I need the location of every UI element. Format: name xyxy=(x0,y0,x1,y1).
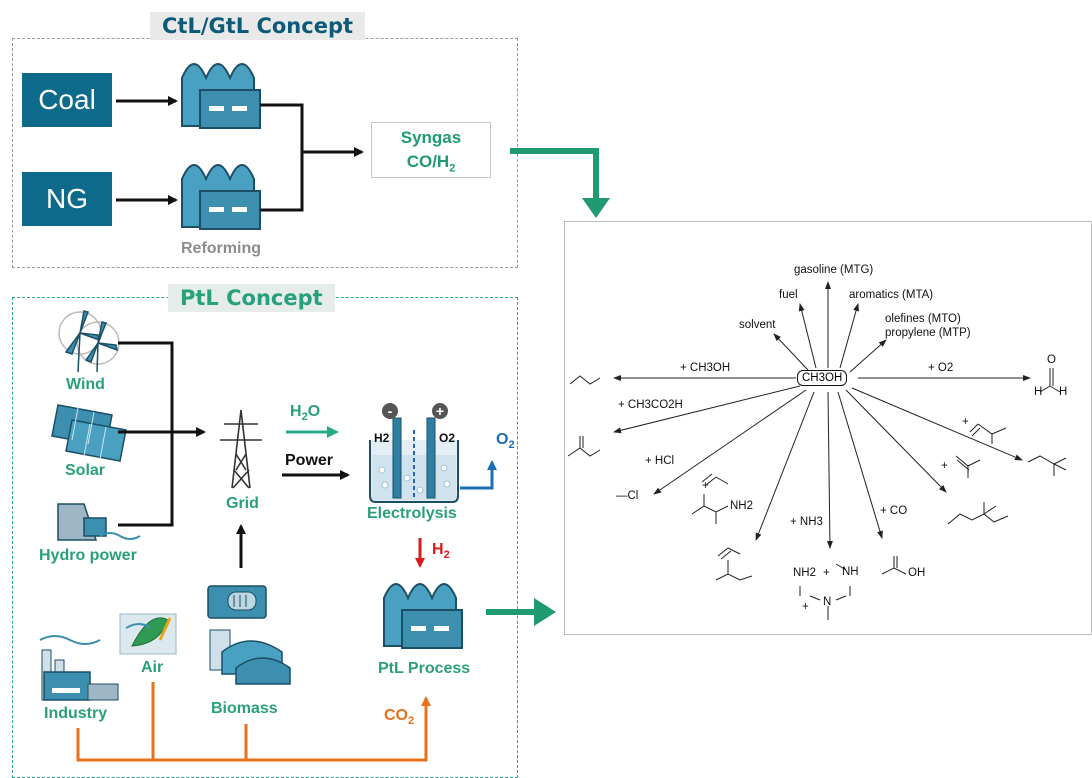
wind-turbine-icon xyxy=(58,310,120,373)
electrolysis-label: Electrolysis xyxy=(367,505,457,522)
ptl-title: PtL Concept xyxy=(168,284,335,312)
cell-o2-label: O2 xyxy=(439,431,455,445)
propylene-label: propylene (MTP) xyxy=(885,327,971,339)
generator-icon xyxy=(207,585,267,619)
wind-label: Wind xyxy=(66,376,105,393)
plus-acetic-label: + CH3CO2H xyxy=(618,399,683,411)
reforming-label: Reforming xyxy=(181,240,261,257)
plus-co-label: + CO xyxy=(880,505,908,517)
cell-h2-label: H2 xyxy=(374,431,390,445)
solvent-label: solvent xyxy=(739,319,776,331)
solar-panel-icon xyxy=(51,404,127,462)
h2-label: H2 xyxy=(432,541,450,562)
factory-icon xyxy=(383,583,463,649)
grid-label: Grid xyxy=(226,495,259,512)
o2-label: O2 xyxy=(496,431,515,452)
fuel-label: fuel xyxy=(779,289,798,301)
industry-label: Industry xyxy=(44,705,108,722)
olefines-label: olefines (MTO) xyxy=(885,313,961,325)
formaldehyde-o-label: O xyxy=(1047,354,1056,366)
dam-icon xyxy=(57,503,141,541)
plus-amide-label: + xyxy=(702,480,709,492)
power-tower-icon xyxy=(220,409,262,489)
aromatics-label: aromatics (MTA) xyxy=(849,289,934,301)
plus-hcl-label: + HCl xyxy=(645,455,675,467)
reaction-arrows xyxy=(613,281,1031,549)
factory-icon xyxy=(181,164,261,230)
power-label: Power xyxy=(285,452,334,469)
factory-icon xyxy=(181,63,261,129)
co2-label: CO2 xyxy=(384,707,415,728)
dimethylamine-label: NH xyxy=(842,566,859,578)
cathode-sign: - xyxy=(388,403,393,419)
amide-nh2-label: NH2 xyxy=(730,500,754,512)
gasoline-label: gasoline (MTG) xyxy=(794,264,874,276)
plus-amine-label-2: + xyxy=(802,601,809,613)
plus-ch3oh-label: + CH3OH xyxy=(680,362,731,374)
chloride-label: —Cl xyxy=(616,490,639,502)
formaldehyde-h-right: H xyxy=(1059,386,1068,398)
biogas-tank-icon xyxy=(209,629,291,685)
syngas-box: Syngas CO/H2 xyxy=(371,122,491,178)
industry-plant-icon xyxy=(39,635,119,701)
h2o-label: H2O xyxy=(290,403,321,424)
air-label: Air xyxy=(141,659,164,676)
solar-label: Solar xyxy=(65,462,106,479)
plus-amine-label-1: + xyxy=(823,567,830,579)
plus-o2-label: + O2 xyxy=(928,362,954,374)
molecule-structures xyxy=(567,368,1067,620)
ng-label: NG xyxy=(46,183,88,214)
syngas-title: Syngas xyxy=(400,128,462,147)
plus-isobutene-label: + xyxy=(962,416,969,428)
coal-label: Coal xyxy=(38,84,96,115)
acetic-oh-label: OH xyxy=(908,567,926,579)
electrolysis-cell-icon: - + H2 O2 xyxy=(369,403,459,503)
biomass-label: Biomass xyxy=(211,700,278,717)
ng-box: NG xyxy=(22,172,112,226)
syngas-formula: CO/H2 xyxy=(406,152,456,175)
plus-isopentene-label: + xyxy=(941,460,948,472)
methylamine-label: NH2 xyxy=(793,567,817,579)
hydro-label: Hydro power xyxy=(39,547,137,564)
anode-sign: + xyxy=(436,403,444,419)
coal-box: Coal xyxy=(22,73,112,127)
trimethylamine-label: N xyxy=(823,596,832,608)
methanol-center: CH3OH xyxy=(797,370,848,386)
ptl-process-label: PtL Process xyxy=(378,660,471,677)
ctl-gtl-title: CtL/GtL Concept xyxy=(150,12,366,40)
air-leaf-icon xyxy=(119,613,177,655)
formaldehyde-h-left: H xyxy=(1034,386,1043,398)
plus-nh3-label: + NH3 xyxy=(790,516,823,528)
